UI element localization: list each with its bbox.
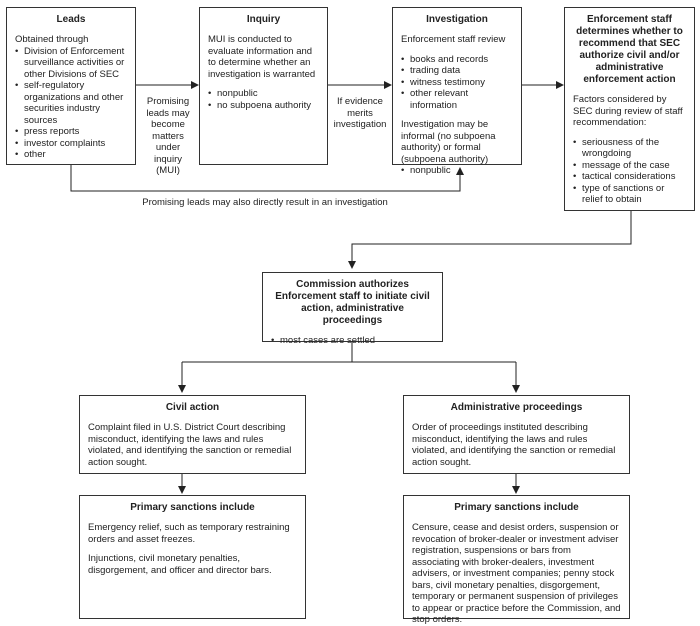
investigation-item: books and records <box>401 54 513 66</box>
enforcement-item: type of sanctions or relief to obtain <box>573 183 686 206</box>
inquiry-item: no subpoena authority <box>208 100 319 112</box>
inquiry-title: Inquiry <box>246 14 281 25</box>
investigation-note: Investigation may be informal (no subpoe… <box>401 119 496 165</box>
commission-title: Commission authorizes Enforcement staff … <box>275 279 430 326</box>
leads-list: Division of Enforcement surveillance act… <box>15 46 127 161</box>
investigation-note-item: nonpublic <box>401 165 513 177</box>
admin-sanctions-box: Primary sanctions include Censure, cease… <box>403 495 630 625</box>
leads-item: other <box>15 149 127 161</box>
civil-action-box: Civil action Complaint filed in U.S. Dis… <box>79 395 306 474</box>
enforcement-item: seriousness of the wrongdoing <box>573 137 686 160</box>
leads-intro: Obtained through <box>15 34 89 45</box>
inquiry-box: Inquiry MUI is conducted to evaluate inf… <box>199 7 328 165</box>
leads-item: Division of Enforcement surveillance act… <box>15 46 127 81</box>
leads-title: Leads <box>56 14 86 25</box>
investigation-title: Investigation <box>426 14 488 25</box>
investigation-note-list: nonpublic <box>401 165 513 177</box>
arrow-enforcement-to-commission <box>348 211 632 269</box>
investigation-item: trading data <box>401 65 513 77</box>
enforcement-box: Enforcement staff determines whether to … <box>564 7 695 211</box>
direct-label: Promising leads may also directly result… <box>142 197 388 208</box>
investigation-item: witness testimony <box>401 77 513 89</box>
admin-sanctions-title: Primary sanctions include <box>454 502 579 513</box>
leads-box: Leads Obtained through Division of Enfor… <box>6 7 136 165</box>
commission-item: most cases are settled <box>271 335 434 347</box>
investigation-intro: Enforcement staff review <box>401 34 506 45</box>
civil-sanctions-p2: Injunctions, civil monetary penalties, d… <box>88 553 272 576</box>
admin-proceedings-box: Administrative proceedings Order of proc… <box>403 395 630 474</box>
investigation-list: books and records trading data witness t… <box>401 54 513 112</box>
civil-sanctions-p1: Emergency relief, such as temporary rest… <box>88 522 290 545</box>
leads-item: press reports <box>15 126 127 138</box>
admin-sanctions-text: Censure, cease and desist orders, suspen… <box>412 522 621 625</box>
inquiry-intro: MUI is conducted to evaluate information… <box>208 34 316 80</box>
leads-item: investor complaints <box>15 138 127 150</box>
mui-label: Promising leads may become matters under… <box>146 96 190 176</box>
enforcement-title: Enforcement staff determines whether to … <box>576 14 683 85</box>
leads-item: self-regulatory organizations and other … <box>15 80 127 126</box>
admin-proceedings-text: Order of proceedings instituted describi… <box>412 422 616 468</box>
civil-action-text: Complaint filed in U.S. District Court d… <box>88 422 292 468</box>
civil-sanctions-box: Primary sanctions include Emergency reli… <box>79 495 306 619</box>
evidence-label: If evidence merits investigation <box>333 96 387 130</box>
admin-proceedings-title: Administrative proceedings <box>450 402 583 413</box>
enforcement-item: tactical considerations <box>573 171 686 183</box>
inquiry-list: nonpublic no subpoena authority <box>208 88 319 111</box>
investigation-item: other relevant information <box>401 88 513 111</box>
civil-sanctions-title: Primary sanctions include <box>130 502 255 513</box>
enforcement-list: seriousness of the wrongdoing message of… <box>573 137 686 206</box>
commission-box: Commission authorizes Enforcement staff … <box>262 272 443 346</box>
investigation-box: Investigation Enforcement staff review b… <box>392 7 522 176</box>
civil-action-title: Civil action <box>165 402 220 413</box>
commission-list: most cases are settled <box>271 335 434 347</box>
enforcement-intro: Factors considered by SEC during review … <box>573 94 683 128</box>
arrow-leads-direct-to-investigation <box>70 165 464 192</box>
enforcement-item: message of the case <box>573 160 686 172</box>
inquiry-item: nonpublic <box>208 88 319 100</box>
